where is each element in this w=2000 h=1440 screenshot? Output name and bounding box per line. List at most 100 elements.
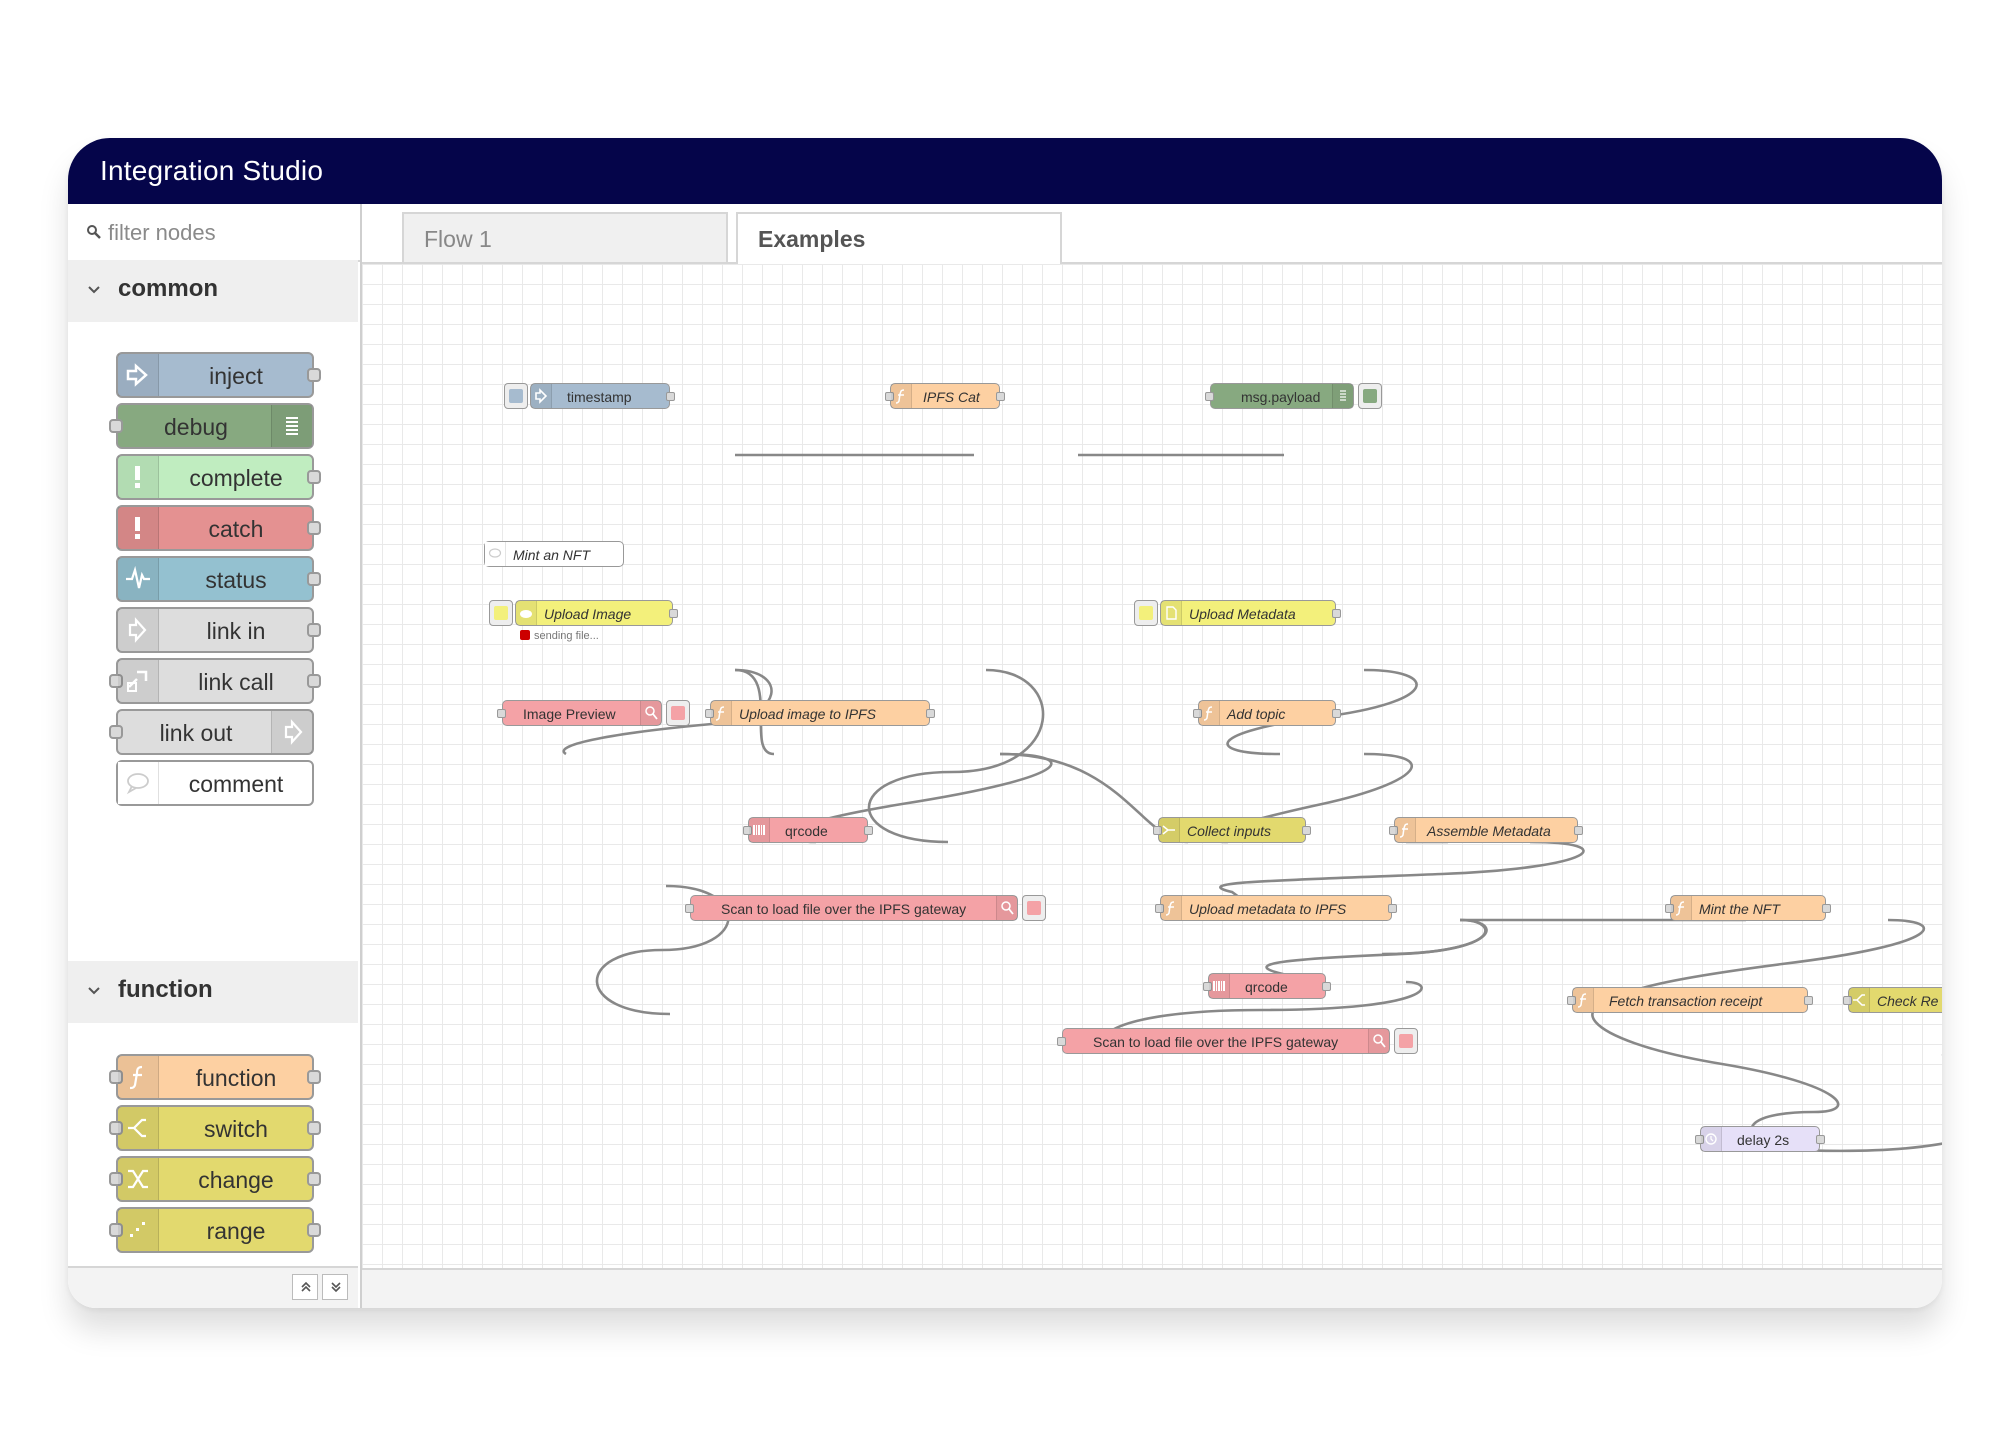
palette-node-link-out[interactable]: link out xyxy=(109,709,314,755)
output-port[interactable] xyxy=(1804,996,1813,1005)
input-port[interactable] xyxy=(109,1172,123,1186)
palette-node-comment[interactable]: comment xyxy=(116,760,314,806)
tab-flow-1[interactable]: Flow 1 xyxy=(402,212,728,262)
output-port[interactable] xyxy=(996,392,1005,401)
upload-trigger-button[interactable] xyxy=(1134,600,1158,626)
output-port[interactable] xyxy=(307,1070,321,1084)
preview-toggle-button[interactable] xyxy=(1394,1028,1418,1054)
inject-trigger-button[interactable] xyxy=(504,383,528,409)
output-port[interactable] xyxy=(1388,904,1397,913)
flow-node-mint-nft[interactable]: Mint the NFT xyxy=(1665,895,1831,921)
output-port[interactable] xyxy=(307,572,321,586)
flow-node-ipfs-cat[interactable]: IPFS Cat xyxy=(885,383,1005,409)
palette-node-catch[interactable]: catch xyxy=(116,505,321,551)
input-port[interactable] xyxy=(1695,1135,1704,1144)
flow-node-msg-payload[interactable]: msg.payload xyxy=(1205,383,1354,409)
flow-node-qrcode[interactable]: qrcode xyxy=(1203,973,1331,999)
category-header-common[interactable]: common xyxy=(68,260,358,322)
input-port[interactable] xyxy=(1203,982,1212,991)
output-port[interactable] xyxy=(864,826,873,835)
flow-node-check-receipt[interactable]: Check Re xyxy=(1843,987,1942,1013)
input-port[interactable] xyxy=(1843,996,1852,1005)
input-port[interactable] xyxy=(743,826,752,835)
node-label: delay 2s xyxy=(1737,1132,1790,1148)
output-port[interactable] xyxy=(1332,609,1341,618)
output-port[interactable] xyxy=(666,392,675,401)
input-port[interactable] xyxy=(1389,826,1398,835)
flow-node-scan-gateway[interactable]: Scan to load file over the IPFS gateway xyxy=(1057,1028,1390,1054)
flow-node-timestamp[interactable]: timestamp xyxy=(530,383,675,409)
input-port[interactable] xyxy=(1205,392,1214,401)
input-port[interactable] xyxy=(109,1070,123,1084)
input-port[interactable] xyxy=(109,419,123,433)
palette-node-debug[interactable]: debug xyxy=(109,403,314,449)
category-header-function[interactable]: function xyxy=(68,961,358,1023)
palette-node-function[interactable]: function xyxy=(109,1054,321,1100)
output-port[interactable] xyxy=(307,1172,321,1186)
palette-footer xyxy=(68,1266,358,1308)
output-port[interactable] xyxy=(307,674,321,688)
input-port[interactable] xyxy=(685,904,694,913)
output-port[interactable] xyxy=(307,521,321,535)
palette-node-link-in[interactable]: link in xyxy=(116,607,321,653)
flow-node-upload-image[interactable]: Upload Image xyxy=(515,600,678,626)
flow-node-collect-inputs[interactable]: Collect inputs xyxy=(1153,817,1311,843)
flow-node-fetch-receipt[interactable]: Fetch transaction receipt xyxy=(1567,987,1813,1013)
node-label: Scan to load file over the IPFS gateway xyxy=(721,901,967,917)
input-port[interactable] xyxy=(1155,904,1164,913)
palette-node-inject[interactable]: inject xyxy=(116,352,321,398)
output-port[interactable] xyxy=(1822,904,1831,913)
output-port[interactable] xyxy=(1322,982,1331,991)
input-port[interactable] xyxy=(1665,904,1674,913)
palette-node-range[interactable]: range xyxy=(109,1207,321,1253)
filter-nodes-input[interactable] xyxy=(106,216,350,250)
flow-node-add-topic[interactable]: Add topic xyxy=(1193,700,1341,726)
output-port[interactable] xyxy=(669,609,678,618)
input-port[interactable] xyxy=(705,709,714,718)
palette-node-link-call[interactable]: link call xyxy=(109,658,321,704)
flow-node-assemble-metadata[interactable]: Assemble Metadata xyxy=(1389,817,1583,843)
input-port[interactable] xyxy=(109,725,123,739)
flow-node-upload-image-ipfs[interactable]: Upload image to IPFS xyxy=(705,700,935,726)
flow-node-comment[interactable]: Mint an NFT xyxy=(484,541,624,567)
palette-node-complete[interactable]: complete xyxy=(116,454,321,500)
output-port[interactable] xyxy=(307,1223,321,1237)
output-port[interactable] xyxy=(1816,1135,1825,1144)
node-label: Assemble Metadata xyxy=(1427,823,1551,839)
preview-toggle-button[interactable] xyxy=(666,700,690,726)
input-port[interactable] xyxy=(109,1121,123,1135)
preview-toggle-button[interactable] xyxy=(1022,895,1046,921)
output-port[interactable] xyxy=(1302,826,1311,835)
collapse-all-button[interactable] xyxy=(292,1274,318,1300)
link-out-icon xyxy=(271,711,312,753)
flow-node-upload-metadata[interactable]: Upload Metadata xyxy=(1160,600,1341,626)
output-port[interactable] xyxy=(926,709,935,718)
tab-examples[interactable]: Examples xyxy=(736,212,1062,264)
output-port[interactable] xyxy=(1332,709,1341,718)
input-port[interactable] xyxy=(1057,1037,1066,1046)
output-port[interactable] xyxy=(307,623,321,637)
flow-node-scan-gateway[interactable]: Scan to load file over the IPFS gateway xyxy=(685,895,1018,921)
flow-node-qrcode[interactable]: qrcode xyxy=(743,817,873,843)
debug-toggle-button[interactable] xyxy=(1358,383,1382,409)
input-port[interactable] xyxy=(109,1223,123,1237)
input-port[interactable] xyxy=(1153,826,1162,835)
flow-canvas[interactable] xyxy=(362,264,1942,1268)
upload-trigger-button[interactable] xyxy=(489,600,513,626)
flow-node-image-preview[interactable]: Image Preview xyxy=(497,700,662,726)
input-port[interactable] xyxy=(109,674,123,688)
output-port[interactable] xyxy=(307,470,321,484)
flow-node-upload-metadata-ipfs[interactable]: Upload metadata to IPFS xyxy=(1155,895,1397,921)
palette-node-switch[interactable]: switch xyxy=(109,1105,321,1151)
input-port[interactable] xyxy=(885,392,894,401)
flow-node-delay[interactable]: delay 2s xyxy=(1695,1126,1825,1152)
input-port[interactable] xyxy=(497,709,506,718)
input-port[interactable] xyxy=(1567,996,1576,1005)
palette-node-status[interactable]: status xyxy=(116,556,321,602)
palette-node-change[interactable]: change xyxy=(109,1156,321,1202)
expand-all-button[interactable] xyxy=(322,1274,348,1300)
output-port[interactable] xyxy=(307,368,321,382)
input-port[interactable] xyxy=(1193,709,1202,718)
output-port[interactable] xyxy=(307,1121,321,1135)
output-port[interactable] xyxy=(1574,826,1583,835)
